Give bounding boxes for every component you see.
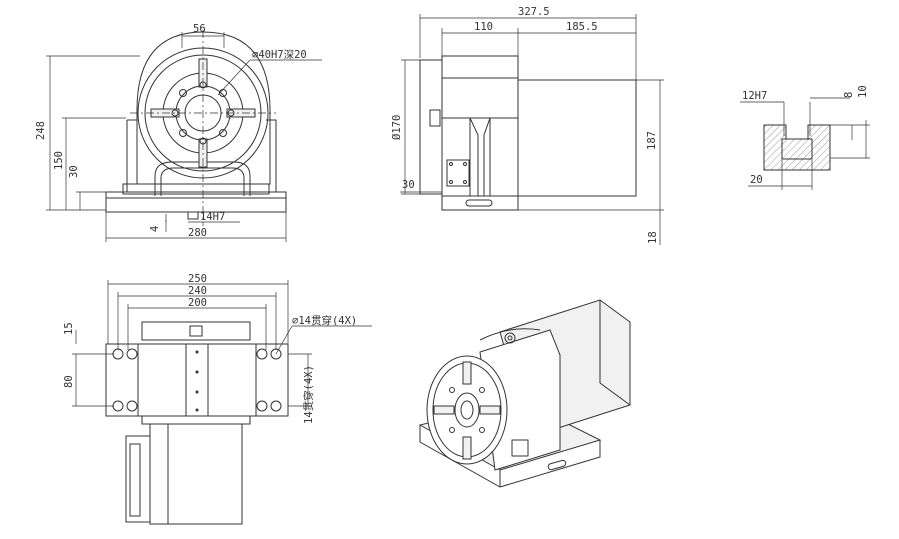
dim-key-slot: 14H7 [200,211,225,223]
dim-total-length: 327.5 [518,6,550,18]
dim-top-width: 56 [193,23,206,35]
dim-motor-length: 185.5 [566,21,598,33]
dim-motor-offset: 18 [647,231,659,244]
dim-face-dia: Ø170 [391,115,403,140]
dim-holes-side: 14贯穿(4X) [302,365,315,424]
dim-motor-height: 187 [646,131,658,150]
side-view: 327.5 110 185.5 Ø170 187 18 30 [391,6,664,245]
dim-base-thickness: 30 [402,179,415,191]
front-view: 56 ⌀40H7深20 248 150 30 4 14H7 280 [35,23,322,242]
dim-total-height: 248 [35,121,47,140]
dim-slot-width: 12H7 [742,90,767,102]
dim-inner: 200 [188,297,207,309]
dim-bore: ⌀40H7深20 [252,49,307,61]
dim-holes: ⌀14贯穿(4X) [292,314,357,327]
dim-outer: 250 [188,273,207,285]
dim-base-length: 280 [188,227,207,239]
dim-slot-depth-b: 10 [857,85,869,98]
dim-base-height: 30 [68,165,80,178]
dim-offset: 15 [63,322,75,335]
dim-center-height: 150 [53,151,65,170]
dim-slot-depth: 4 [149,226,161,232]
dim-hole-pitch: 240 [188,285,207,297]
dim-head-length: 110 [474,21,493,33]
dim-slot-bottom: 20 [750,174,763,186]
slot-detail: 12H7 8 10 20 [740,85,870,190]
top-view: 250 240 200 15 80 ⌀14贯穿(4X) 14贯穿(4X) [63,273,372,525]
dim-slot-depth-a: 8 [843,92,855,98]
dim-hole-spacing: 80 [63,375,75,388]
iso-view [418,299,631,488]
